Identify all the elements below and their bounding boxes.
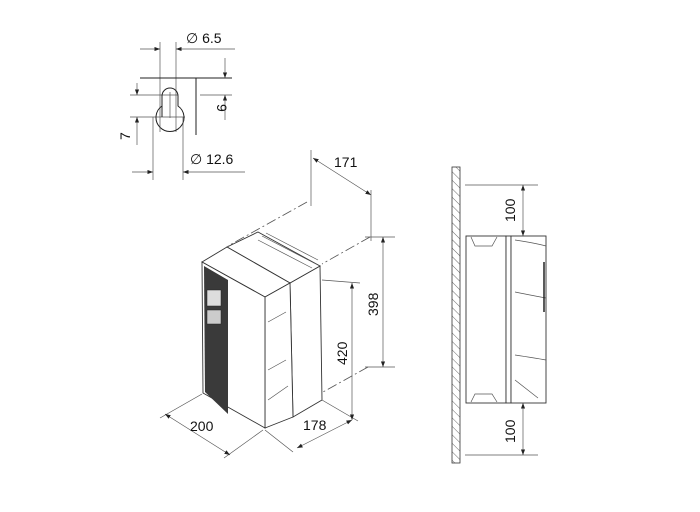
slot-diameter-label: ∅ 6.5 (186, 30, 222, 46)
width-label: 200 (190, 418, 214, 434)
offset-9-label: 9 (214, 104, 230, 112)
clearance-top-label: 100 (502, 198, 518, 222)
depth-top-label: 171 (334, 154, 358, 170)
clearance-bottom-label: 100 (502, 419, 518, 443)
display-screen (206, 289, 222, 307)
wall-hatch (451, 166, 461, 464)
mount-height-label: 398 (365, 292, 381, 316)
front-panel (204, 266, 228, 414)
device-dimensions: 171 398 420 178 200 (159, 150, 395, 459)
heatsink-fins (257, 232, 319, 269)
height-label: 420 (334, 341, 350, 365)
keyhole-detail: ∅ 6.5 ∅ 12.6 9 7 (117, 30, 245, 180)
hole-diameter-label: ∅ 12.6 (190, 151, 234, 167)
device-isometric (201, 231, 323, 429)
offset-7-label: 7 (117, 132, 133, 140)
keypad (206, 309, 222, 325)
side-view: 100 100 (451, 166, 547, 464)
depth-label: 178 (303, 417, 327, 433)
